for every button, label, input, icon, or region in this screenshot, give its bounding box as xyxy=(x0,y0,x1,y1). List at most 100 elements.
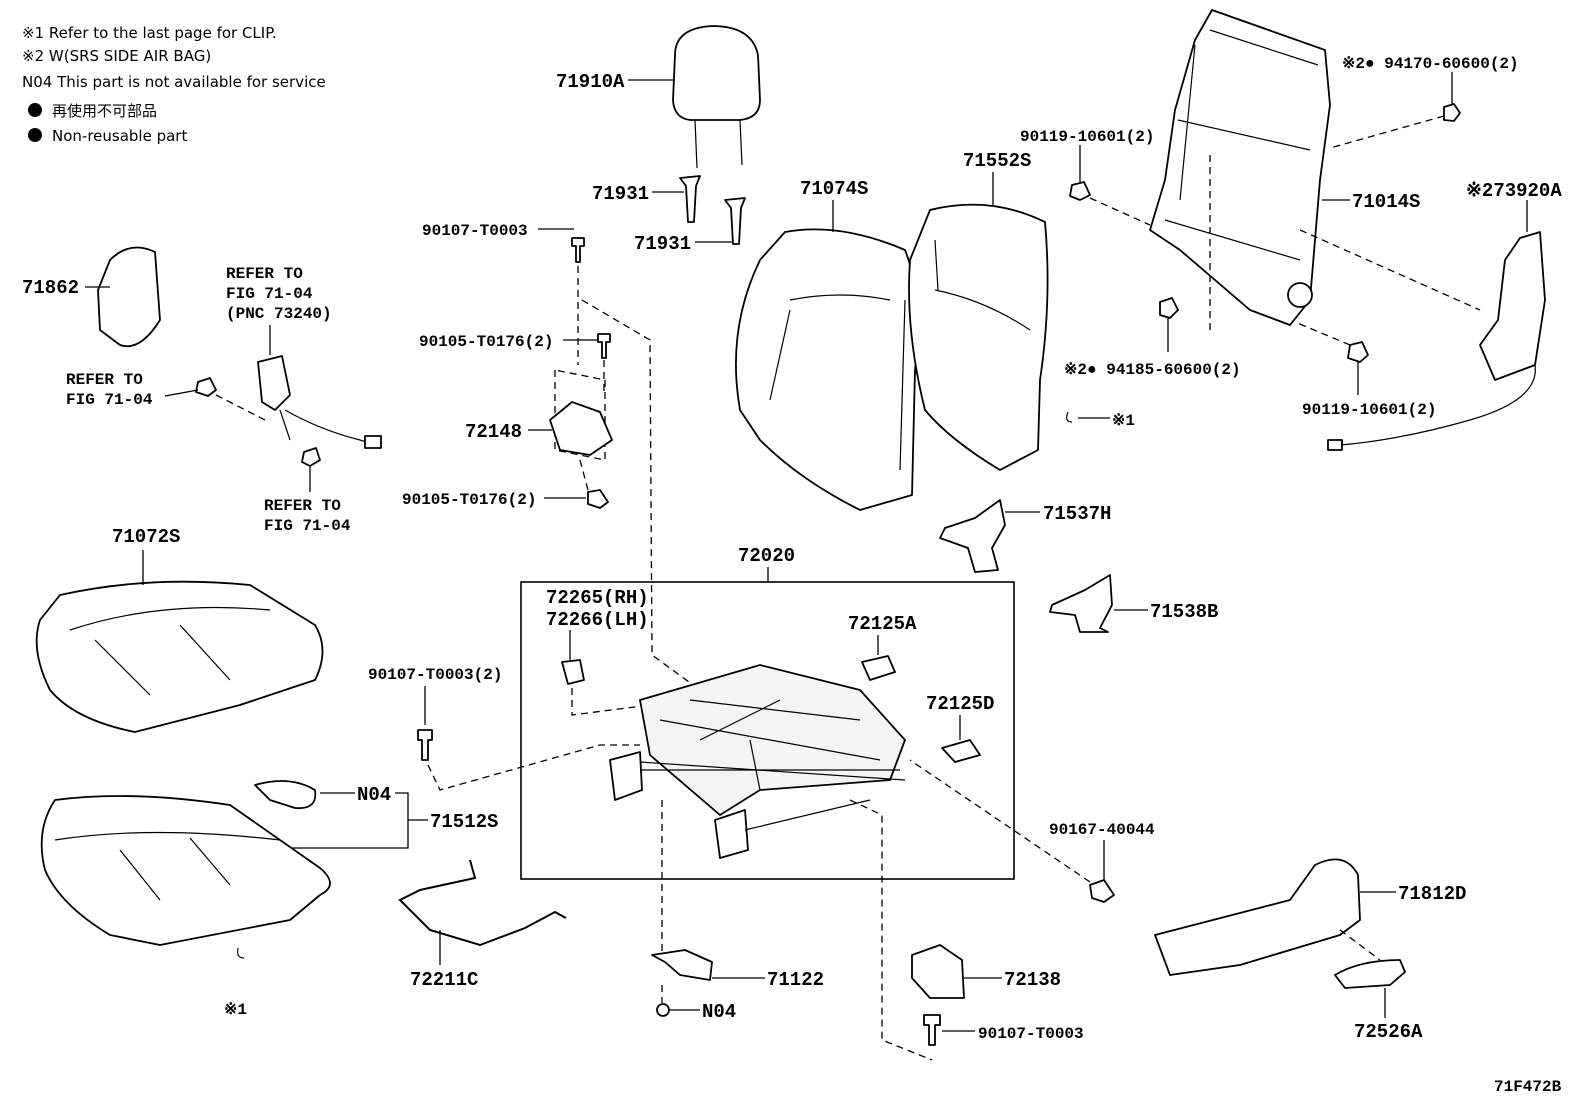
screw-icon xyxy=(656,1003,670,1017)
part-90167-40044[interactable]: 90167-40044 xyxy=(909,759,1155,903)
label-72526A: 72526A xyxy=(1354,1021,1423,1043)
headrest-stays xyxy=(694,119,743,169)
dashed-line xyxy=(571,688,651,716)
part-90107-T0003-mid[interactable]: 90107-T0003(2) xyxy=(368,666,640,791)
label-90167: 90167-40044 xyxy=(1049,821,1155,839)
label-n04-screw: N04 xyxy=(702,1001,736,1023)
label-71931-b: 71931 xyxy=(634,233,691,255)
part-90119-10601-upper[interactable]: 90119-10601(2) xyxy=(1020,128,1154,226)
cover-shape xyxy=(97,246,161,348)
part-71910A[interactable]: 71910A xyxy=(556,25,761,169)
grommet-shape xyxy=(301,447,321,467)
part-73920A[interactable]: ※273920A xyxy=(1327,180,1562,451)
label-90105-upper: 90105-T0176(2) xyxy=(419,333,553,351)
dashed-line xyxy=(1294,321,1351,346)
seatback-frame-shape xyxy=(1149,9,1331,326)
label-71931-a: 71931 xyxy=(592,183,649,205)
notes-block: ※1 Refer to the last page for CLIP. ※2 W… xyxy=(22,24,326,145)
rail-bracket-shape xyxy=(609,751,643,801)
dashed-line xyxy=(1339,929,1381,961)
bracket-leader xyxy=(270,792,428,849)
adjuster-frame-members xyxy=(609,699,906,791)
cushion-cover-shape xyxy=(35,580,324,733)
refer-label-2b: FIG 71-04 xyxy=(66,391,153,409)
harness-shape xyxy=(254,780,317,810)
nut-shape xyxy=(1159,297,1179,319)
guide-shape-1 xyxy=(679,175,701,223)
part-90105-T0176-upper[interactable]: 90105-T0176(2) xyxy=(419,333,611,395)
part-71538B[interactable]: 71538B xyxy=(1049,574,1218,633)
part-90107-T0003-upper[interactable]: 90107-T0003 xyxy=(422,222,701,691)
part-71862[interactable]: 71862 xyxy=(22,246,161,348)
recliner-icon xyxy=(1287,282,1313,308)
label-94185: ※2● 94185-60600(2) xyxy=(1064,361,1241,379)
label-clip-ref: ※1 xyxy=(1112,412,1135,430)
part-72020-assembly[interactable]: 72020 72265(RH) 72266(LH) 72125A 72125D xyxy=(520,545,1015,880)
part-71931[interactable]: 71931 71931 xyxy=(592,175,746,255)
label-72125A: 72125A xyxy=(848,613,917,635)
label-72266-lh: 72266(LH) xyxy=(546,609,649,631)
label-72265-rh: 72265(RH) xyxy=(546,587,649,609)
seat-cushion-pad[interactable]: ※1 xyxy=(40,795,331,1019)
label-71074S: 71074S xyxy=(800,178,868,200)
clip-shape xyxy=(941,739,981,763)
part-94185-60600[interactable]: ※2● 94185-60600(2) xyxy=(1064,297,1241,379)
buckle-connector-icon xyxy=(364,435,382,449)
dashed-line xyxy=(1329,115,1445,149)
wire-shape xyxy=(398,859,567,947)
label-71122: 71122 xyxy=(767,969,824,991)
refer-label-3b: FIG 71-04 xyxy=(264,517,351,535)
label-71910A: 71910A xyxy=(556,71,625,93)
label-71552S: 71552S xyxy=(963,150,1031,172)
refer-label-1c: (PNC 73240) xyxy=(226,305,332,323)
label-90107-lower: 90107-T0003 xyxy=(978,1025,1084,1043)
clip-shape xyxy=(861,655,896,681)
dashed-line xyxy=(1089,197,1151,226)
bolt-shape xyxy=(571,237,585,263)
seatback-cover-seams xyxy=(769,294,906,471)
part-71812D[interactable]: 71812D xyxy=(1154,858,1466,976)
part-90119-10601-lower[interactable]: 90119-10601(2) xyxy=(1294,321,1436,419)
bolt-shape xyxy=(923,1014,941,1046)
label-90107-upper: 90107-T0003 xyxy=(422,222,528,240)
label-71812D: 71812D xyxy=(1398,883,1466,905)
refer-label-1a: REFER TO xyxy=(226,265,303,283)
part-71072S[interactable]: 71072S xyxy=(35,526,324,733)
clip-icon xyxy=(237,947,245,959)
side-airbag-shape xyxy=(1479,231,1546,381)
part-90107-T0003-lower[interactable]: 90107-T0003 xyxy=(923,1014,1084,1046)
buckle-wire xyxy=(279,409,376,446)
part-72138[interactable]: 72138 xyxy=(849,799,1061,1061)
label-90107-mid: 90107-T0003(2) xyxy=(368,666,502,684)
part-71537H[interactable]: 71537H xyxy=(939,499,1111,573)
part-n04-screw[interactable]: N04 xyxy=(656,985,736,1023)
label-clip-bottom: ※1 xyxy=(224,1001,247,1019)
part-72148[interactable]: 72148 xyxy=(465,369,613,461)
note-non-reusable-jp: 再使用不可部品 xyxy=(52,102,157,120)
label-71014S: 71014S xyxy=(1352,191,1420,213)
dashed-line xyxy=(909,759,1091,883)
part-71074S[interactable]: 71074S xyxy=(735,178,920,511)
part-71014S[interactable]: 71014S xyxy=(1149,9,1481,335)
part-90105-T0176-lower[interactable]: 90105-T0176(2) xyxy=(402,459,609,509)
label-71072S: 71072S xyxy=(112,526,180,548)
bracket-shape xyxy=(1049,574,1113,633)
refer-label-2a: REFER TO xyxy=(66,371,143,389)
cushion-pad-shape xyxy=(40,795,331,946)
label-72125D: 72125D xyxy=(926,693,994,715)
part-94170-60600[interactable]: ※2● 94170-60600(2) xyxy=(1329,55,1519,149)
airbag-wire xyxy=(1339,364,1536,446)
label-n04-harness: N04 xyxy=(357,784,391,806)
seat-belt-buckle[interactable]: REFER TO FIG 71-04 (PNC 73240) REFER TO … xyxy=(66,265,382,535)
part-71552S[interactable]: 71552S xyxy=(908,150,1049,471)
dashed-line xyxy=(849,799,933,1061)
part-71512S[interactable]: N04 71512S xyxy=(254,780,498,849)
part-71122[interactable]: 71122 xyxy=(651,800,824,991)
non-reusable-dot-icon xyxy=(28,128,42,142)
part-72526A[interactable]: 72526A xyxy=(1334,959,1423,1043)
rail-lines xyxy=(640,769,900,831)
part-72211C[interactable]: 72211C xyxy=(398,859,567,991)
label-72148: 72148 xyxy=(465,421,522,443)
label-71537H: 71537H xyxy=(1043,503,1111,525)
